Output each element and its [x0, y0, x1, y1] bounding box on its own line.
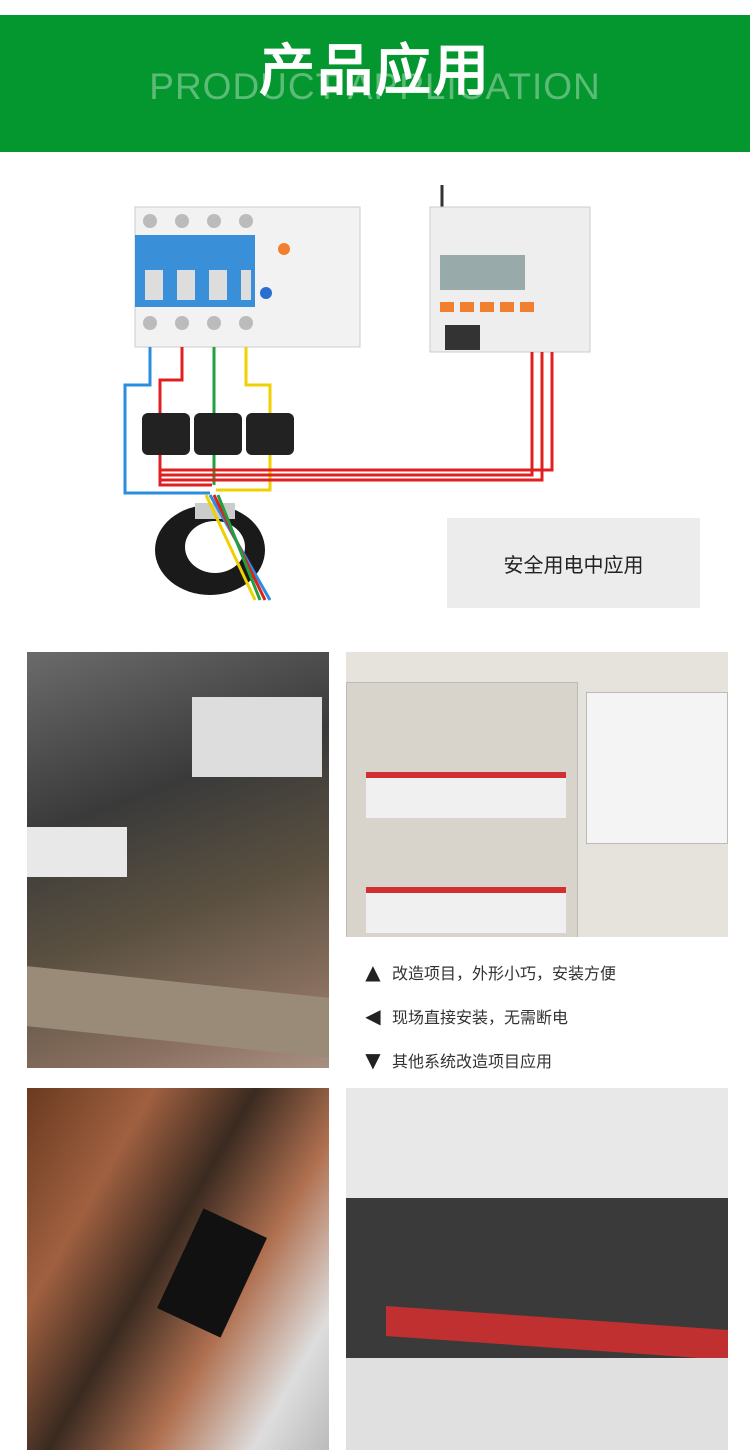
circuit-breaker [134, 206, 361, 348]
installation-photo-2 [346, 652, 728, 937]
wiring-diagram [123, 185, 591, 601]
leakage-transformer [155, 494, 272, 601]
header-title: 产品应用 [259, 39, 491, 104]
installation-photo-3 [27, 1088, 329, 1450]
header-banner [0, 15, 750, 152]
note-item: ▲ 改造项目，外形小巧，安装方便 [362, 950, 732, 994]
triangle-up-icon: ▲ [365, 960, 381, 984]
note-text: 现场直接安装，无需断电 [392, 1008, 569, 1027]
installation-photo-1 [27, 652, 329, 1068]
note-item: ◀ 现场直接安装，无需断电 [362, 994, 732, 1038]
current-transformers [142, 413, 294, 455]
diagram-caption: 安全用电中应用 [447, 518, 700, 608]
monitoring-device [429, 185, 591, 353]
triangle-left-icon: ◀ [365, 1004, 381, 1028]
feature-notes: ▲ 改造项目，外形小巧，安装方便 ◀ 现场直接安装，无需断电 ▼ 其他系统改造项目应用 [362, 950, 732, 1082]
note-text: 其他系统改造项目应用 [392, 1052, 553, 1071]
header-subtitle: PRODUCT APPLICATION [149, 66, 601, 107]
installation-photo-4 [346, 1088, 728, 1450]
note-item: ▼ 其他系统改造项目应用 [362, 1038, 732, 1082]
note-text: 改造项目，外形小巧，安装方便 [392, 964, 617, 983]
triangle-down-icon: ▼ [365, 1048, 381, 1072]
